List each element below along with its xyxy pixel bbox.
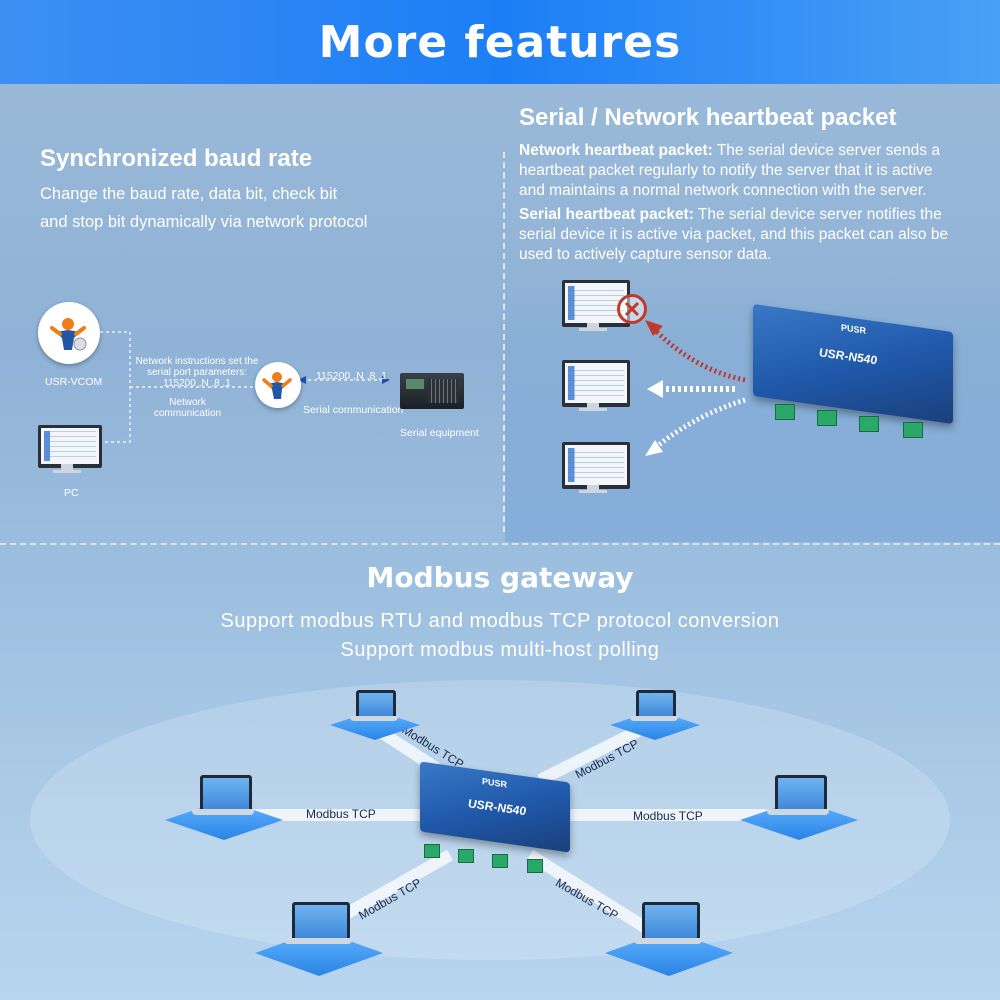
- heartbeat-arrows: [645, 320, 746, 456]
- vertical-divider: [503, 152, 505, 532]
- header-banner: More features: [0, 0, 1000, 84]
- pc-monitor-icon: [38, 425, 102, 468]
- modbus-title: Modbus gateway: [366, 561, 634, 594]
- vcom-label: USR-VCOM: [45, 376, 103, 388]
- monitor-icon: [562, 360, 630, 407]
- laptop-icon: [292, 902, 350, 942]
- modbus-diagram: Modbus TCP Modbus TCP Modbus TCP Modbus …: [0, 670, 1000, 1000]
- terminal-block: [859, 416, 879, 432]
- laptop-node-top-right: [600, 690, 710, 750]
- laptop-node-top-left: [320, 690, 430, 750]
- laptop-node-bottom-right: [600, 900, 740, 980]
- usr-logo-icon: [50, 318, 87, 351]
- heartbeat-title: Serial / Network heartbeat packet: [519, 104, 897, 131]
- sync-line-2: and stop bit dynamically via network pro…: [40, 213, 368, 231]
- sync-title: Synchronized baud rate: [40, 145, 313, 172]
- terminal-block: [492, 854, 508, 868]
- terminal-block: [527, 859, 543, 873]
- pc-label: PC: [64, 487, 79, 499]
- terminal-block: [424, 844, 440, 858]
- laptop-node-left: [160, 775, 290, 845]
- laptop-node-bottom-left: [250, 900, 390, 980]
- network-comm-label: Network communication: [153, 397, 222, 419]
- monitor-icon: [562, 280, 630, 327]
- instr-label: Network instructions set the serial port…: [135, 356, 259, 389]
- sync-diagram: USR-VCOM PC Network instructions set the…: [0, 290, 500, 510]
- usr-vcom-logo: [38, 302, 100, 364]
- modbus-title-wrap: Modbus gateway: [0, 561, 1000, 594]
- modbus-line-1: Support modbus RTU and modbus TCP protoc…: [220, 610, 780, 632]
- laptop-icon: [642, 902, 700, 942]
- sync-line-1: Change the baud rate, data bit, check bi…: [40, 185, 338, 203]
- terminal-block: [817, 410, 837, 426]
- link-label-right: Modbus TCP: [633, 809, 703, 823]
- modbus-line-2: Support modbus multi-host polling: [340, 639, 660, 661]
- laptop-icon: [775, 775, 827, 813]
- usr-device-logo: [255, 362, 301, 408]
- connection-lines: [100, 331, 390, 443]
- network-heartbeat-text: Network heartbeat packet: The serial dev…: [519, 142, 940, 199]
- serial-comm-label: Serial communication: [303, 404, 404, 416]
- laptop-node-right: [735, 775, 865, 845]
- heartbeat-diagram: PUSR USR-N540: [505, 270, 1000, 540]
- terminal-block: [903, 422, 923, 438]
- serial-heartbeat-text: Serial heartbeat packet: The serial devi…: [519, 206, 949, 263]
- serial-equipment-icon: [400, 373, 464, 409]
- usr-logo-icon: [262, 372, 292, 399]
- page-title: More features: [318, 16, 682, 68]
- laptop-icon: [636, 690, 676, 720]
- horizontal-divider: [0, 543, 1000, 545]
- baud-label: 115200 ,N ,8 ,1: [316, 370, 388, 382]
- terminal-block: [458, 849, 474, 863]
- serial-equipment-label: Serial equipment: [400, 427, 479, 439]
- laptop-icon: [200, 775, 252, 813]
- monitor-icon: [562, 442, 630, 489]
- error-x-icon: [617, 294, 647, 324]
- link-label-left: Modbus TCP: [306, 807, 376, 821]
- terminal-block: [775, 404, 795, 420]
